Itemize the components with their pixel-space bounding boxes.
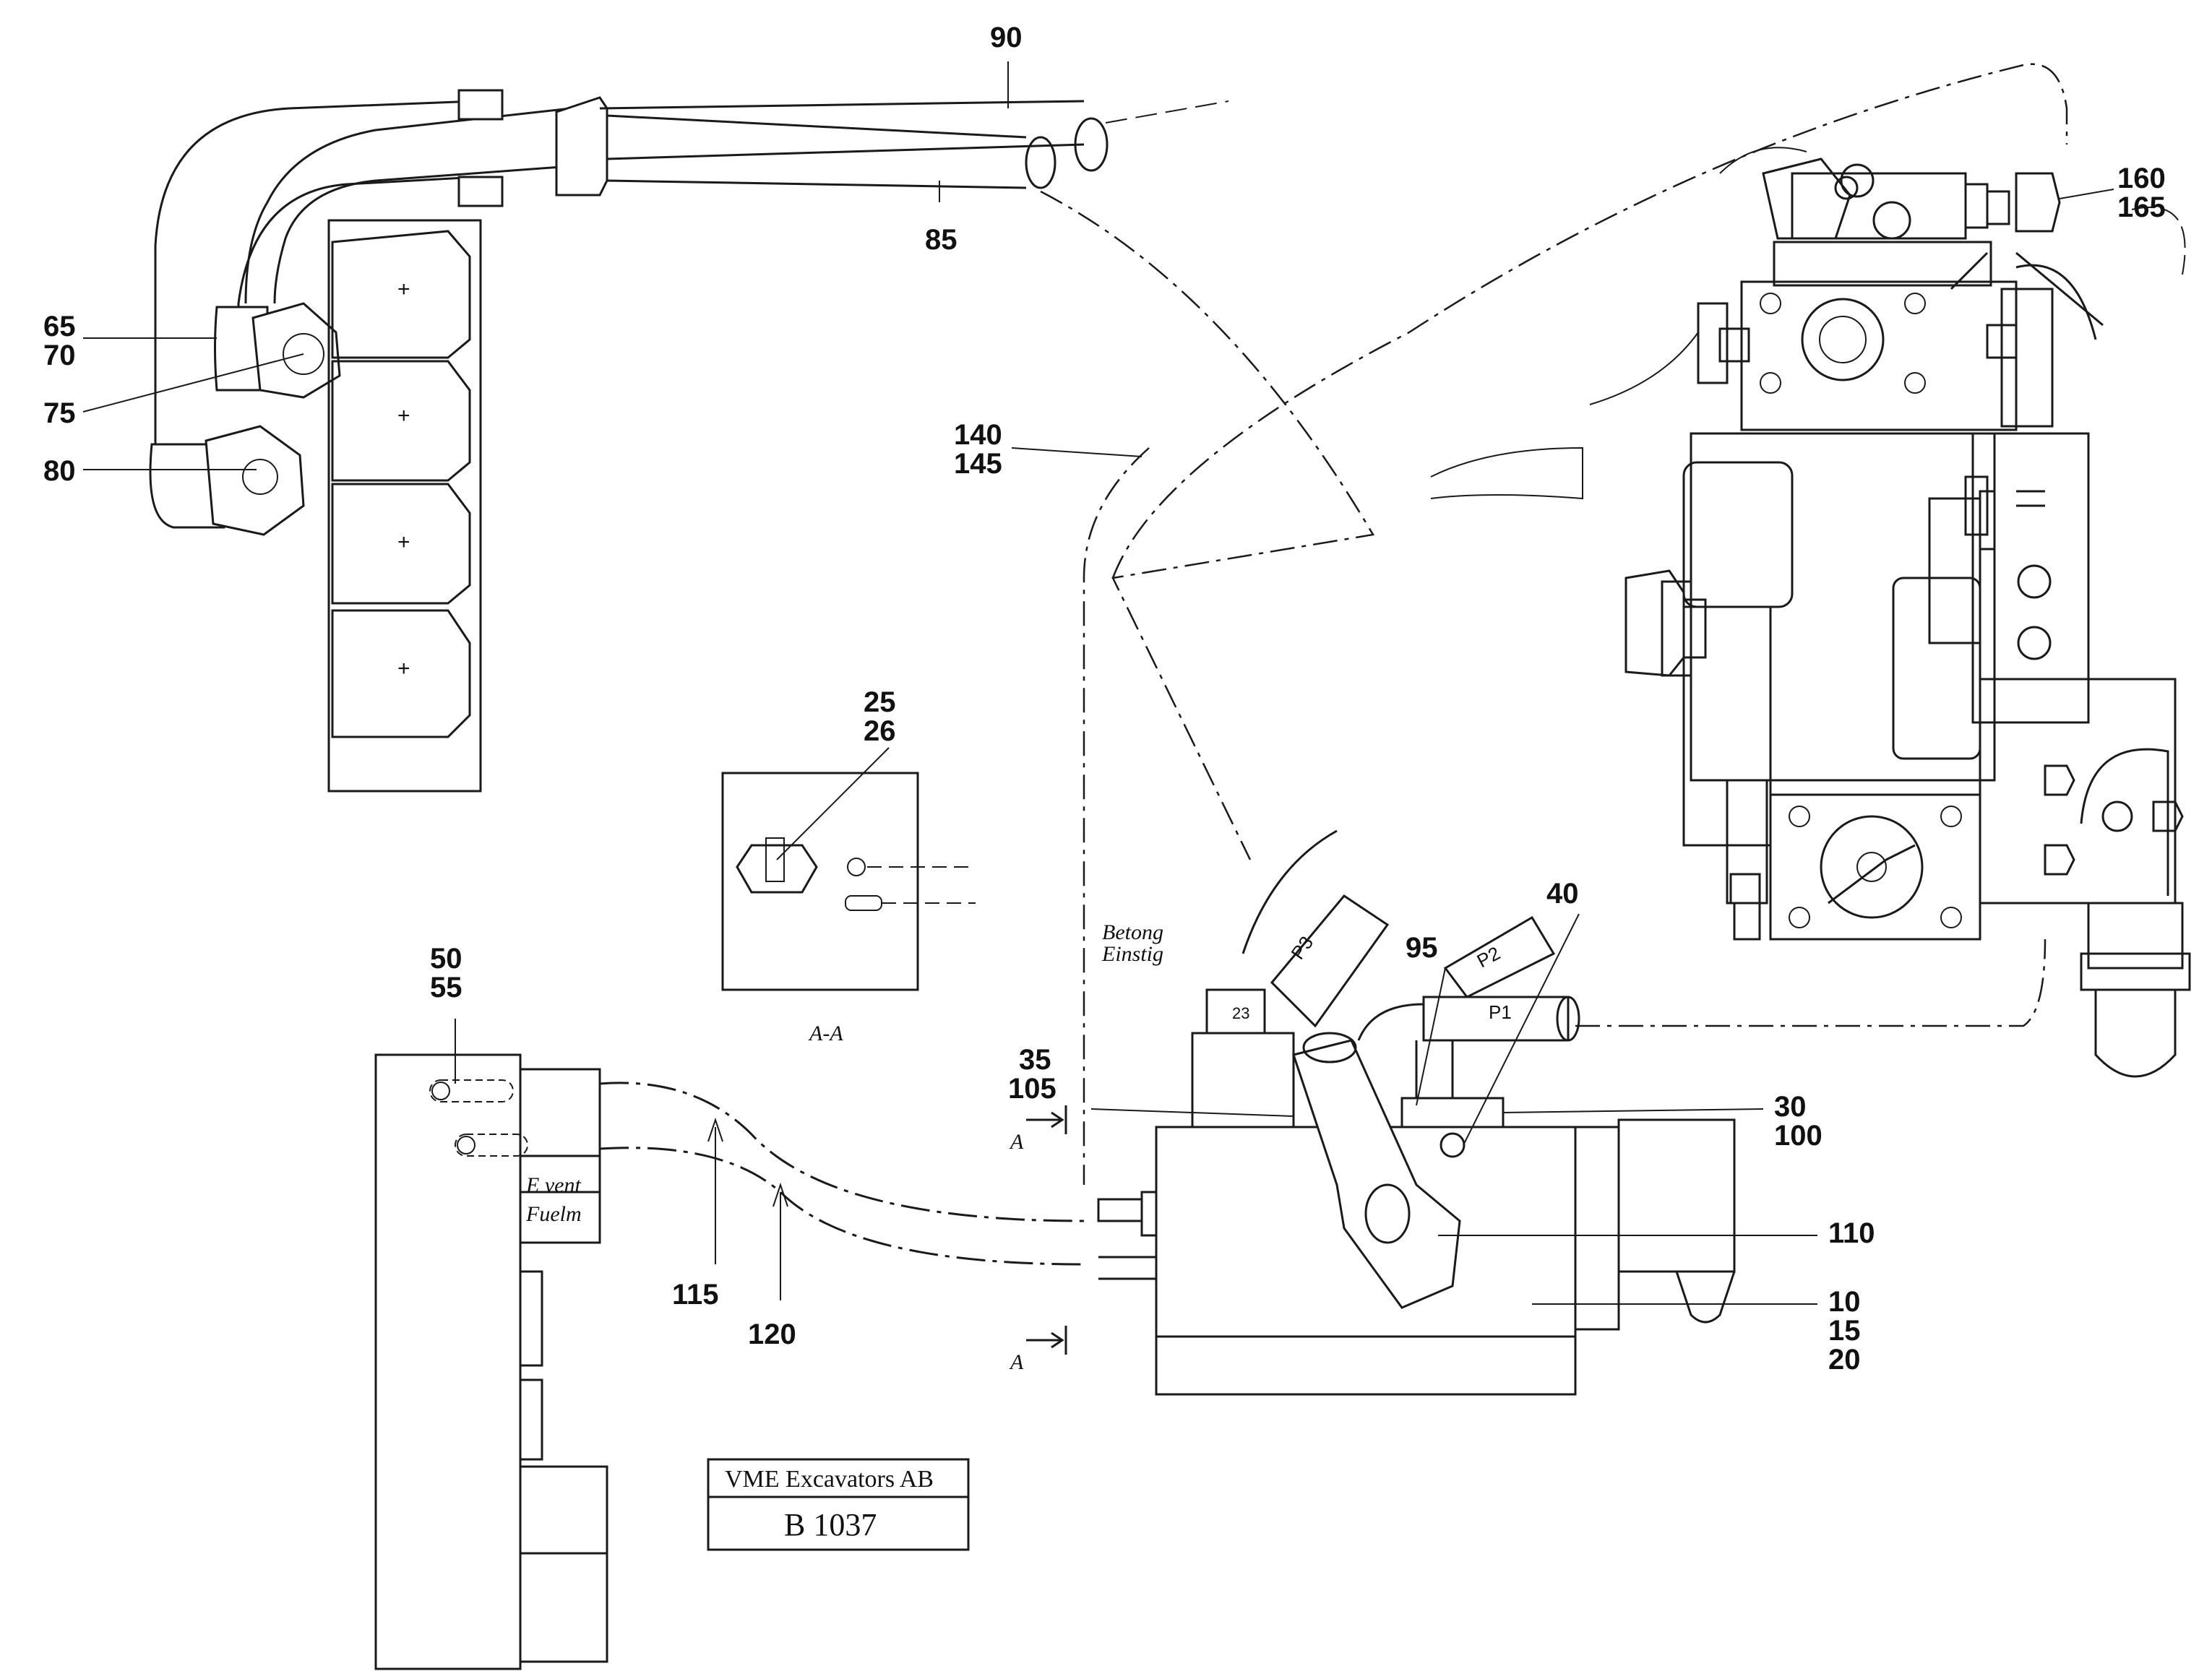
- svg-text:+: +: [397, 530, 410, 554]
- hose-tag-p1: P1: [1489, 1001, 1512, 1023]
- callout-115: 115: [672, 1279, 719, 1311]
- callout-120: 120: [748, 1318, 796, 1350]
- callout-65: 65: [43, 311, 76, 342]
- callout-90: 90: [990, 22, 1023, 53]
- callouts: 90 85 65 70 75 80 140 145 160 165 25 26 …: [43, 22, 2166, 1376]
- callout-165: 165: [2117, 191, 2166, 223]
- svg-text:Einstig: Einstig: [1101, 942, 1163, 966]
- section-a-a-detail: A-A: [721, 772, 976, 1045]
- section-label: A-A: [808, 1022, 843, 1045]
- section-marks: A A: [1009, 1105, 1067, 1374]
- callout-80: 80: [43, 455, 76, 487]
- routing-lines: [1040, 63, 2186, 1185]
- section-mark-upper: A: [1009, 1130, 1024, 1154]
- callout-75: 75: [43, 397, 76, 429]
- valve-assembly: [1624, 157, 2191, 1078]
- callout-30: 30: [1774, 1091, 1807, 1123]
- callout-40: 40: [1546, 878, 1579, 910]
- svg-text:Betong: Betong: [1102, 920, 1163, 944]
- company-name: VME Excavators AB: [725, 1466, 934, 1493]
- svg-text:Fuelm: Fuelm: [525, 1202, 582, 1226]
- svg-text:E vent: E vent: [525, 1173, 581, 1197]
- drawing-number: B 1037: [784, 1507, 877, 1542]
- callout-100: 100: [1774, 1120, 1822, 1152]
- section-mark-lower: A: [1009, 1350, 1024, 1374]
- callout-105: 105: [1008, 1073, 1056, 1105]
- callout-10: 10: [1828, 1286, 1861, 1318]
- callout-20: 20: [1828, 1344, 1861, 1376]
- pump-body: 23 P3 P2 P1 Betong Einstig: [1097, 829, 1736, 1396]
- svg-text:+: +: [397, 404, 410, 428]
- callout-25: 25: [864, 686, 896, 718]
- callout-95: 95: [1406, 932, 1438, 964]
- callout-50: 50: [430, 943, 462, 975]
- callout-140: 140: [954, 419, 1002, 451]
- callout-55: 55: [430, 972, 462, 1003]
- leader-lines: [82, 61, 2114, 1305]
- callout-26: 26: [864, 715, 896, 747]
- svg-text:+: +: [397, 657, 410, 681]
- callout-145: 145: [954, 448, 1002, 480]
- callout-110: 110: [1828, 1217, 1875, 1249]
- connector-tag: 23: [1232, 1004, 1249, 1022]
- callout-160: 160: [2117, 163, 2166, 194]
- title-block: VME Excavators AB B 1037: [707, 1458, 970, 1551]
- callout-15: 15: [1828, 1315, 1861, 1347]
- callout-85: 85: [925, 224, 957, 256]
- svg-text:+: +: [397, 277, 410, 301]
- hose-elbow-assembly: + + + +: [149, 89, 1229, 793]
- lower-left-block: E vent Fuelm: [374, 1053, 1085, 1670]
- callout-35: 35: [1019, 1044, 1051, 1076]
- callout-70: 70: [43, 340, 76, 371]
